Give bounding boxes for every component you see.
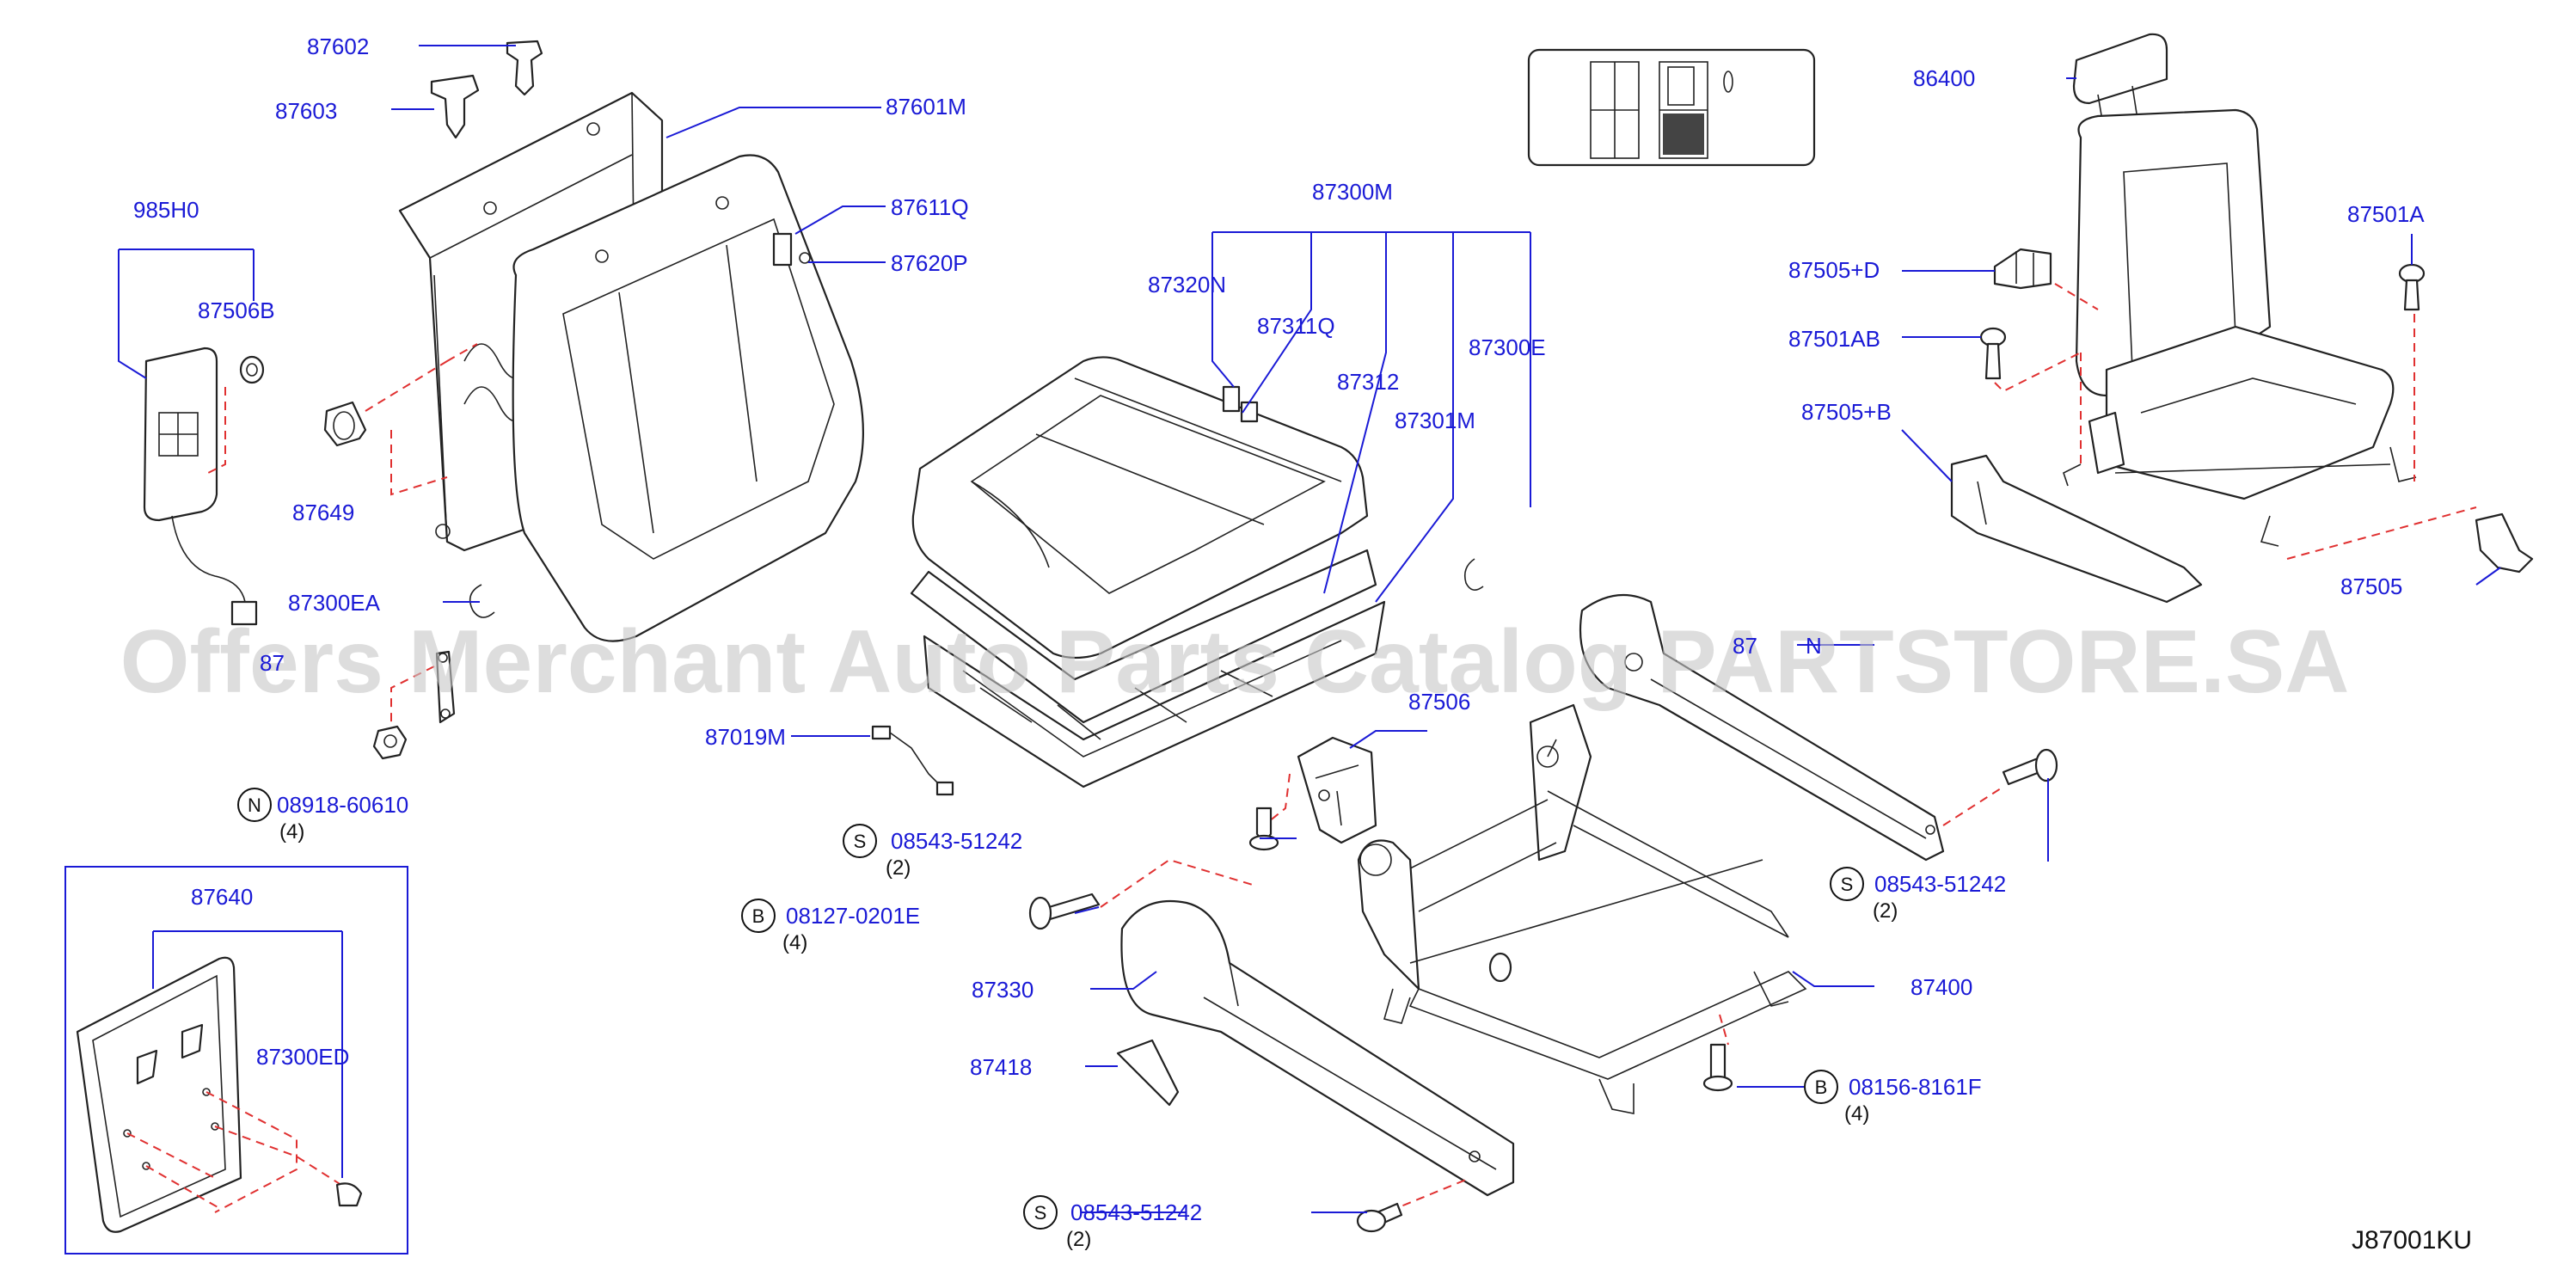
nut-08918-icon bbox=[372, 725, 408, 760]
bolt-08127-icon bbox=[1028, 893, 1101, 930]
fastener-code: 08918-60610 bbox=[277, 792, 408, 818]
seat-position-legend-icon bbox=[1527, 48, 1816, 167]
label-87331N-partial-a: 87 bbox=[1733, 633, 1757, 659]
fastener-qty: (2) bbox=[886, 856, 911, 880]
guide-87330 bbox=[1100, 858, 1256, 908]
fastener-symbol: S bbox=[1034, 1202, 1047, 1224]
label-87300EA: 87300EA bbox=[288, 590, 381, 616]
fastener-symbol: S bbox=[1841, 874, 1854, 895]
bracket-87378M-icon bbox=[435, 650, 456, 724]
fastener-code: 08543-51242 bbox=[1874, 871, 2006, 897]
seat-back-pad bbox=[512, 154, 864, 642]
part-labels: 87602 87603 87601M 985H0 87506B 87649 87… bbox=[133, 34, 2425, 1080]
watermark-text: Offers Merchant Auto Parts Catalog PARTS… bbox=[120, 612, 2350, 712]
label-87640: 87640 bbox=[191, 884, 253, 910]
label-87331N-partial-b: N bbox=[1806, 633, 1822, 659]
slide-cover-87330 bbox=[1120, 899, 1515, 1197]
fastener-callout-5: B 08156-8161F (4) bbox=[1804, 1070, 1982, 1126]
fastener-callout-6: S 08543-51242 (2) bbox=[1023, 1195, 1202, 1251]
bracket-87506-icon bbox=[1297, 736, 1377, 844]
screw-08543-a-icon bbox=[1248, 807, 1279, 851]
inset-box-87640 bbox=[64, 866, 408, 1255]
leader-lines bbox=[118, 45, 2501, 1213]
cover-87505-icon bbox=[2475, 512, 2534, 574]
clip-87300E-icon bbox=[1463, 558, 1484, 591]
label-87620P: 87620P bbox=[891, 250, 968, 276]
nut-87506B-icon bbox=[239, 355, 265, 384]
label-87611Q: 87611Q bbox=[891, 194, 969, 220]
fastener-callout-3: B 08127-0201E (4) bbox=[741, 899, 920, 954]
label-87311Q: 87311Q bbox=[1257, 313, 1335, 339]
seat-switch-985H0-icon bbox=[143, 347, 258, 626]
bolt-87501AB-icon bbox=[1979, 327, 2007, 380]
cover-87505B-icon bbox=[1950, 454, 2203, 604]
seat-adjuster-87400 bbox=[1357, 703, 1807, 1114]
clip-87300EA-icon bbox=[469, 584, 495, 618]
cover-87505D-icon bbox=[1993, 248, 2052, 290]
complete-seat-icon bbox=[2063, 33, 2417, 547]
seat-cushion bbox=[911, 356, 1369, 659]
label-87505D: 87505+D bbox=[1788, 257, 1880, 283]
trim-87418-icon bbox=[1116, 1039, 1180, 1107]
fastener-code: 08156-8161F bbox=[1849, 1074, 1982, 1100]
guide-87506 bbox=[1263, 773, 1291, 826]
label-87506: 87506 bbox=[1408, 689, 1470, 715]
diagram-code: J87001KU bbox=[2352, 1226, 2472, 1255]
label-87312: 87312 bbox=[1337, 369, 1399, 395]
label-87601M: 87601M bbox=[886, 94, 966, 120]
guide-87378M bbox=[390, 666, 435, 731]
label-87506B: 87506B bbox=[198, 298, 275, 323]
fastener-qty: (2) bbox=[1066, 1228, 1091, 1251]
label-87019M: 87019M bbox=[705, 724, 786, 750]
label-87320N: 87320N bbox=[1148, 272, 1226, 298]
bolt-08156-icon bbox=[1702, 1043, 1733, 1092]
grommet-87649-icon bbox=[323, 401, 367, 447]
label-985H0: 985H0 bbox=[133, 197, 199, 223]
label-87330: 87330 bbox=[972, 977, 1033, 1003]
fastener-symbol: N bbox=[248, 794, 261, 816]
clip-87603-icon bbox=[430, 74, 480, 139]
fastener-qty: (4) bbox=[782, 931, 807, 954]
bolt-87501A-icon bbox=[2398, 263, 2426, 311]
guide-08156 bbox=[1719, 1014, 1729, 1046]
clip-87602-icon bbox=[506, 40, 543, 96]
fastener-qty: (2) bbox=[1873, 899, 1898, 923]
fastener-code: 08543-51242 bbox=[891, 828, 1022, 854]
label-87400: 87400 bbox=[1911, 974, 1972, 1000]
slide-cover-87331N bbox=[1579, 593, 1945, 862]
fastener-qty: (4) bbox=[279, 820, 304, 844]
fastener-code: 08127-0201E bbox=[786, 903, 920, 929]
label-87501A: 87501A bbox=[2347, 201, 2425, 227]
label-87300E: 87300E bbox=[1469, 334, 1546, 360]
clips-87611Q-87620P-icon bbox=[772, 232, 811, 267]
fastener-symbol: B bbox=[752, 905, 765, 927]
guide-87331N bbox=[1942, 786, 2004, 826]
label-873xxM-partial: 87 bbox=[260, 650, 285, 676]
guide-87649 bbox=[365, 343, 478, 496]
bolt-08543-c-icon bbox=[1356, 1202, 1403, 1233]
bolt-08543-b-icon bbox=[2002, 748, 2058, 786]
cushion-layers bbox=[910, 549, 1386, 788]
fastener-callout-2: S 08543-51242 (2) bbox=[843, 824, 1022, 880]
label-87301M: 87301M bbox=[1395, 408, 1475, 433]
harness-87019M-icon bbox=[871, 725, 954, 796]
fastener-qty: (4) bbox=[1844, 1102, 1869, 1126]
label-87501AB: 87501AB bbox=[1788, 326, 1880, 352]
label-87418: 87418 bbox=[970, 1054, 1032, 1080]
label-87603: 87603 bbox=[275, 98, 337, 124]
fastener-code: 08543-51242 bbox=[1070, 1199, 1202, 1225]
fastener-symbol: B bbox=[1815, 1077, 1828, 1098]
label-87602: 87602 bbox=[307, 34, 369, 59]
fastener-callout-1: N 08918-60610 (4) bbox=[237, 788, 408, 844]
label-87649: 87649 bbox=[292, 500, 354, 525]
label-87505: 87505 bbox=[2340, 574, 2402, 599]
label-87505B: 87505+B bbox=[1801, 399, 1892, 425]
label-87300M: 87300M bbox=[1312, 179, 1393, 205]
fastener-symbol: S bbox=[854, 831, 867, 852]
label-87300ED: 87300ED bbox=[256, 1044, 349, 1070]
label-86400: 86400 bbox=[1913, 65, 1975, 91]
guide-87506B bbox=[207, 387, 226, 474]
fastener-callout-4: S 08543-51242 (2) bbox=[1830, 867, 2006, 923]
